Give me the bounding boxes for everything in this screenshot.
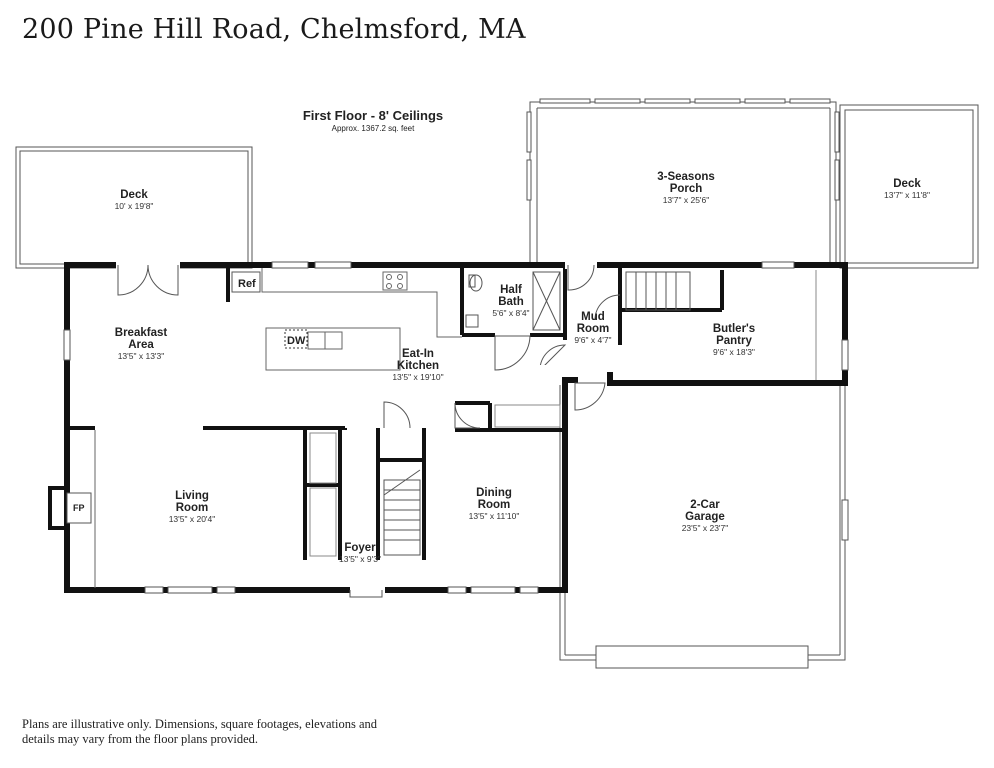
- room-dims-foyer: 13'5" x 9'3": [339, 554, 381, 564]
- disclaimer: Plans are illustrative only. Dimensions,…: [22, 717, 378, 746]
- stairs: [383, 271, 691, 556]
- room-name-deck-right: Deck: [893, 178, 921, 190]
- room-name-breakfast: Area: [128, 339, 154, 351]
- fireplace: [48, 430, 96, 588]
- room-name-deck-left: Deck: [120, 189, 148, 201]
- room-name-living: Room: [176, 502, 209, 514]
- floor-title: First Floor - 8' Ceilings: [302, 108, 444, 123]
- property-address: 200 Pine Hill Road, Chelmsford, MA: [22, 14, 526, 45]
- closets: [309, 270, 817, 557]
- room-dims-dining: 13'5" x 11'10": [469, 511, 520, 521]
- room-name-breakfast: Breakfast: [115, 327, 168, 339]
- floor-area: Approx. 1367.2 sq. feet: [331, 124, 415, 133]
- room-name-living: Living: [175, 490, 209, 502]
- room-name-kitchen: Kitchen: [397, 360, 439, 372]
- windows: [63, 261, 849, 594]
- fireplace-label: FP: [73, 503, 85, 513]
- room-dims-porch: 13'7" x 25'6": [663, 195, 710, 205]
- room-dims-deck-left: 10' x 19'8": [115, 201, 154, 211]
- room-dims-mud-room: 9'6" x 4'7": [574, 335, 611, 345]
- room-name-half-bath: Bath: [498, 296, 524, 308]
- room-name-butlers-pantry: Butler's: [713, 323, 755, 335]
- room-dims-butlers-pantry: 9'6" x 18'3": [713, 347, 755, 357]
- bath-fixtures: [465, 271, 561, 331]
- room-name-butlers-pantry: Pantry: [716, 335, 752, 347]
- kitchen-counter: [261, 268, 462, 371]
- room-name-mud-room: Room: [577, 323, 610, 335]
- dishwasher-label: DW: [287, 335, 306, 347]
- garage-outline: [559, 385, 849, 669]
- doors: [116, 261, 621, 598]
- porch-outline: [526, 98, 840, 267]
- room-name-foyer: Foyer: [344, 542, 376, 554]
- room-name-kitchen: Eat-In: [402, 348, 434, 360]
- room-name-dining: Dining: [476, 487, 512, 499]
- deck-right-outline: [839, 104, 979, 269]
- refrigerator-outline: [231, 271, 261, 293]
- room-name-garage: 2-Car: [690, 499, 720, 511]
- room-name-mud-room: Mud: [581, 311, 605, 323]
- room-name-porch: Porch: [670, 183, 703, 195]
- refrigerator-label: Ref: [238, 278, 256, 290]
- interior-walls: [67, 265, 724, 560]
- room-name-half-bath: Half: [500, 284, 522, 296]
- room-name-garage: Garage: [685, 511, 725, 523]
- room-dims-kitchen: 13'5" x 19'10": [392, 372, 443, 382]
- room-name-dining: Room: [478, 499, 511, 511]
- room-dims-deck-right: 13'7" x 11'8": [884, 190, 930, 200]
- room-dims-garage: 23'5" x 23'7": [682, 523, 729, 533]
- room-name-porch: 3-Seasons: [657, 171, 715, 183]
- room-dims-living: 13'5" x 20'4": [169, 514, 216, 524]
- room-dims-breakfast: 13'5" x 13'3": [118, 351, 165, 361]
- room-dims-half-bath: 5'6" x 8'4": [492, 308, 529, 318]
